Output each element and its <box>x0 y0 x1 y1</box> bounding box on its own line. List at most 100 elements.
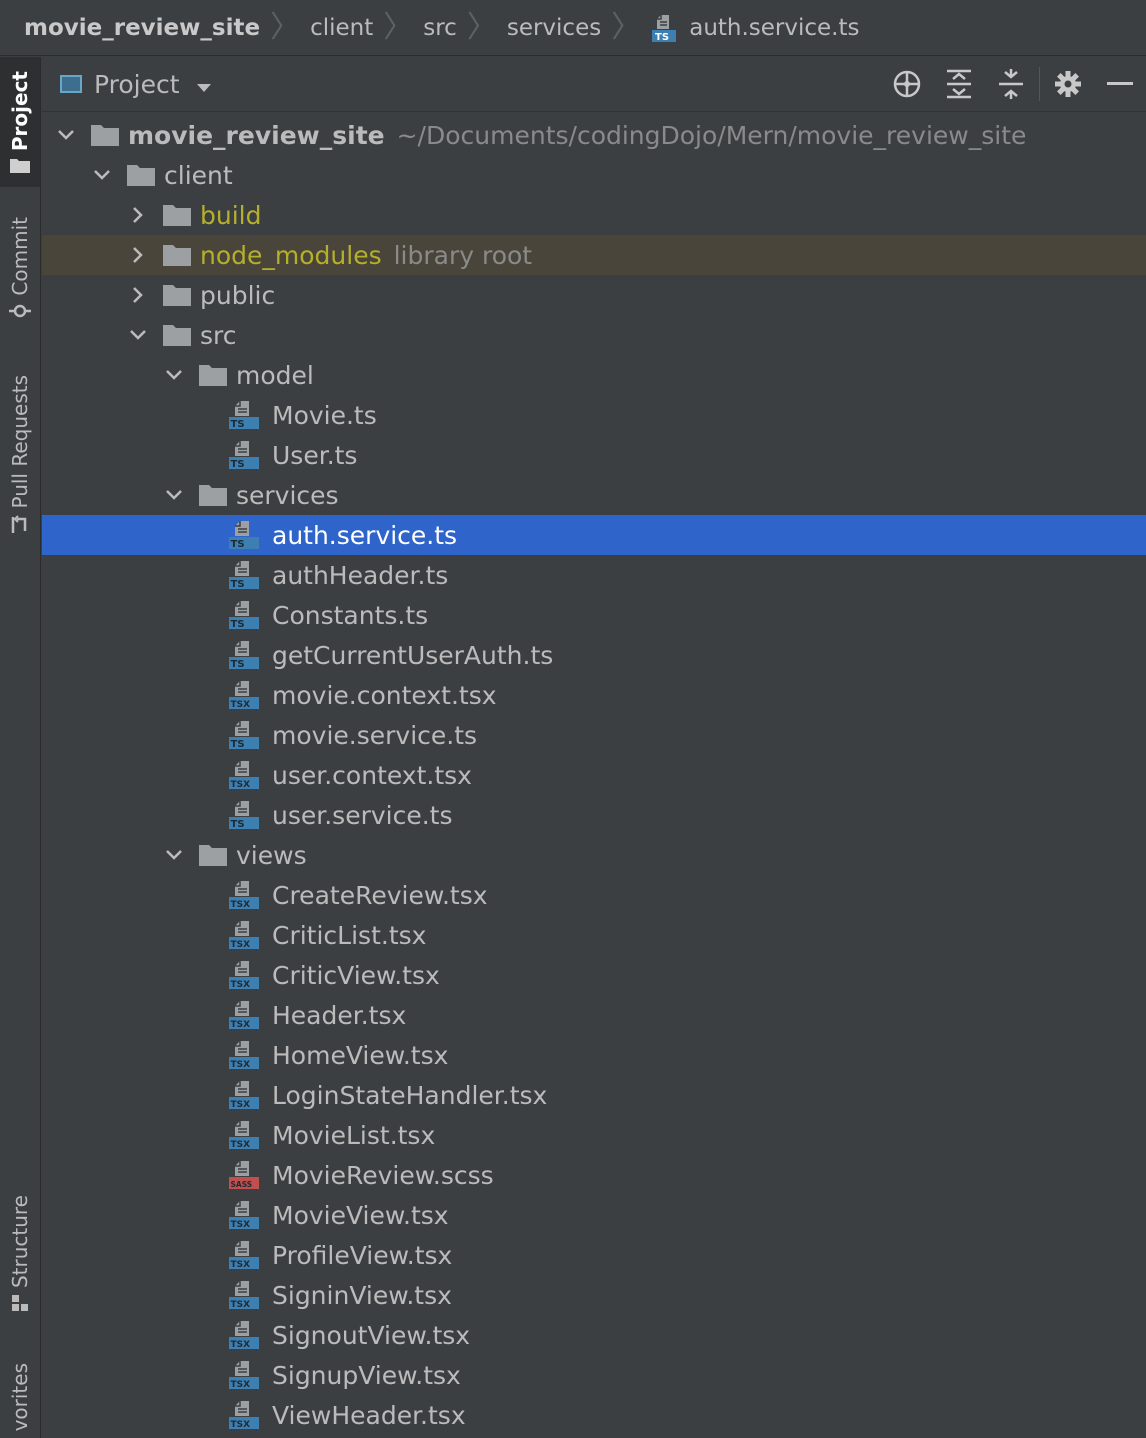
tree-folder[interactable]: movie_review_site~/Documents/codingDojo/… <box>42 115 1146 155</box>
ts-file-icon: TS <box>228 639 260 677</box>
tree-item-label: auth.service.ts <box>272 521 457 550</box>
tsx-file-icon: TSX <box>228 999 260 1037</box>
project-view-selector[interactable]: Project <box>60 70 212 99</box>
panel-title: Project <box>94 69 180 99</box>
tsx-file-icon: TSX <box>228 1359 260 1397</box>
chevron-right-icon[interactable] <box>128 205 148 225</box>
pull-request-icon <box>9 514 31 539</box>
tree-file[interactable]: TSX CreateReview.tsx <box>42 875 1146 915</box>
breadcrumb-item-file[interactable]: TS auth.service.ts <box>651 13 860 43</box>
chevron-down-icon[interactable] <box>164 485 184 505</box>
chevron-down-icon[interactable] <box>164 845 184 865</box>
ts-file-icon: TS <box>651 13 681 43</box>
tsx-file-icon: TSX <box>228 1039 260 1077</box>
breadcrumb-separator: 〉 <box>611 9 642 45</box>
tree-item-label: movie.service.ts <box>272 721 477 750</box>
commit-icon <box>9 302 31 324</box>
tree-item-label: Header.tsx <box>272 1001 406 1030</box>
ts-file-icon: TS <box>228 439 260 477</box>
breadcrumb-item-client[interactable]: client <box>310 14 374 41</box>
tab-project[interactable]: Project <box>0 57 40 187</box>
chevron-right-icon[interactable] <box>128 285 148 305</box>
sass-file-icon: SASS <box>228 1159 260 1197</box>
breadcrumb-item-services[interactable]: services <box>506 14 602 41</box>
chevron-down-icon[interactable] <box>128 325 148 345</box>
breadcrumb-item-project[interactable]: movie_review_site <box>24 14 261 41</box>
folder-icon <box>162 323 192 353</box>
tree-file[interactable]: TSX LoginStateHandler.tsx <box>42 1075 1146 1115</box>
hide-icon[interactable] <box>1094 57 1146 111</box>
tsx-file-icon: TSX <box>228 1079 260 1117</box>
tree-folder[interactable]: client <box>42 155 1146 195</box>
tree-item-name: model <box>236 360 314 390</box>
tree-item-label: authHeader.ts <box>272 561 448 590</box>
chevron-down-icon[interactable] <box>92 165 112 185</box>
tab-pull-requests[interactable]: Pull Requests <box>0 375 40 555</box>
tree-item-label: views <box>236 841 307 870</box>
tree-file[interactable]: TSX CriticList.tsx <box>42 915 1146 955</box>
tree-item-hint: ~/Documents/codingDojo/Mern/movie_review… <box>396 120 1027 150</box>
tree-folder[interactable]: model <box>42 355 1146 395</box>
breadcrumb-item-src[interactable]: src <box>423 14 457 41</box>
chevron-down-icon[interactable] <box>164 365 184 385</box>
tab-structure[interactable]: Structure <box>0 1195 40 1325</box>
tree-item-name: CriticList.tsx <box>272 920 427 950</box>
tree-item-name: public <box>200 280 276 310</box>
svg-text:TSX: TSX <box>231 780 251 790</box>
collapse-all-icon[interactable] <box>985 57 1037 111</box>
tab-favorites-label: vorites <box>8 1363 32 1432</box>
tree-folder[interactable]: services <box>42 475 1146 515</box>
folder-icon <box>198 483 228 513</box>
chevron-right-icon[interactable] <box>128 245 148 265</box>
svg-text:TSX: TSX <box>231 980 251 990</box>
tree-folder[interactable]: views <box>42 835 1146 875</box>
tree-item-label: CreateReview.tsx <box>272 881 488 910</box>
svg-text:TSX: TSX <box>231 1260 251 1270</box>
tree-item-label: LoginStateHandler.tsx <box>272 1081 547 1110</box>
tsx-file-icon: TSX <box>228 879 260 917</box>
tree-item-name: Constants.ts <box>272 600 429 630</box>
locate-icon[interactable] <box>881 57 933 111</box>
tree-item-name: HomeView.tsx <box>272 1040 449 1070</box>
chevron-down-icon[interactable] <box>56 125 76 145</box>
tool-window-strip: Project Commit Pull Requests Structure v… <box>0 57 41 1438</box>
tree-item-name: MovieList.tsx <box>272 1120 436 1150</box>
tab-favorites[interactable]: vorites <box>0 1363 40 1438</box>
tree-file[interactable]: TSX HomeView.tsx <box>42 1035 1146 1075</box>
tree-folder[interactable]: public <box>42 275 1146 315</box>
svg-text:TSX: TSX <box>231 1380 251 1390</box>
tree-item-name: movie.service.ts <box>272 720 478 750</box>
breadcrumb-separator: 〉 <box>383 9 414 45</box>
tsx-file-icon: TSX <box>228 1319 260 1357</box>
tree-folder[interactable]: src <box>42 315 1146 355</box>
gear-icon[interactable] <box>1042 57 1094 111</box>
tab-commit[interactable]: Commit <box>0 217 40 337</box>
tree-file[interactable]: TSX Header.tsx <box>42 995 1146 1035</box>
tab-pull-requests-label: Pull Requests <box>8 375 32 509</box>
tree-item-label: client <box>164 161 233 190</box>
tree-item-name: SigninView.tsx <box>272 1280 452 1310</box>
tree-folder[interactable]: build <box>42 195 1146 235</box>
tsx-file-icon: TSX <box>228 919 260 957</box>
expand-all-icon[interactable] <box>933 57 985 111</box>
